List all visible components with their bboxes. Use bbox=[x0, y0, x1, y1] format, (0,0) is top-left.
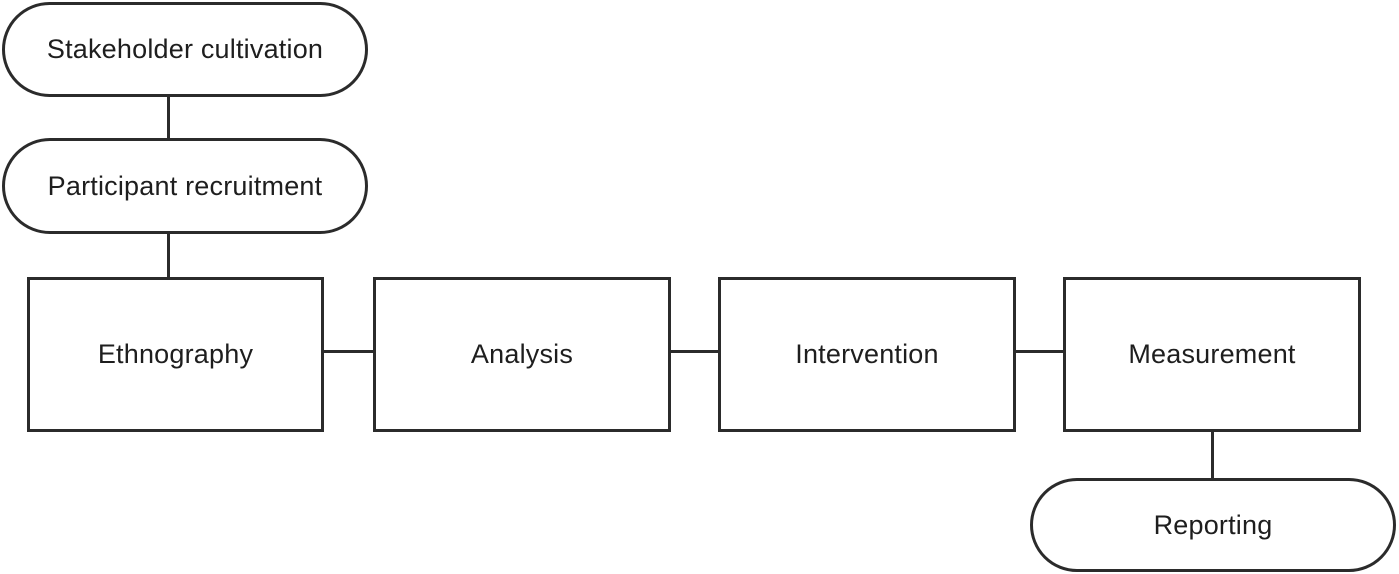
connector-measurement-to-reporting bbox=[1211, 429, 1214, 481]
intervention-node: Intervention bbox=[718, 277, 1016, 432]
analysis-node: Analysis bbox=[373, 277, 671, 432]
connector-ethnography-to-analysis bbox=[321, 350, 376, 353]
stakeholder-cultivation-node: Stakeholder cultivation bbox=[2, 2, 368, 97]
participant-recruitment-node: Participant recruitment bbox=[2, 138, 368, 234]
reporting-node: Reporting bbox=[1030, 478, 1396, 572]
ethnography-label: Ethnography bbox=[97, 339, 254, 369]
ethnography-node: Ethnography bbox=[27, 277, 324, 432]
connector-stakeholder-to-participant bbox=[167, 94, 170, 140]
connector-intervention-to-measurement bbox=[1013, 350, 1066, 353]
intervention-label: Intervention bbox=[795, 339, 939, 369]
measurement-node: Measurement bbox=[1063, 277, 1361, 432]
connector-participant-to-ethnography bbox=[167, 232, 170, 279]
reporting-label: Reporting bbox=[1153, 509, 1273, 540]
connector-analysis-to-intervention bbox=[668, 350, 721, 353]
participant-recruitment-label: Participant recruitment bbox=[47, 170, 323, 201]
stakeholder-cultivation-label: Stakeholder cultivation bbox=[46, 34, 324, 64]
measurement-label: Measurement bbox=[1128, 339, 1296, 369]
analysis-label: Analysis bbox=[470, 339, 574, 369]
